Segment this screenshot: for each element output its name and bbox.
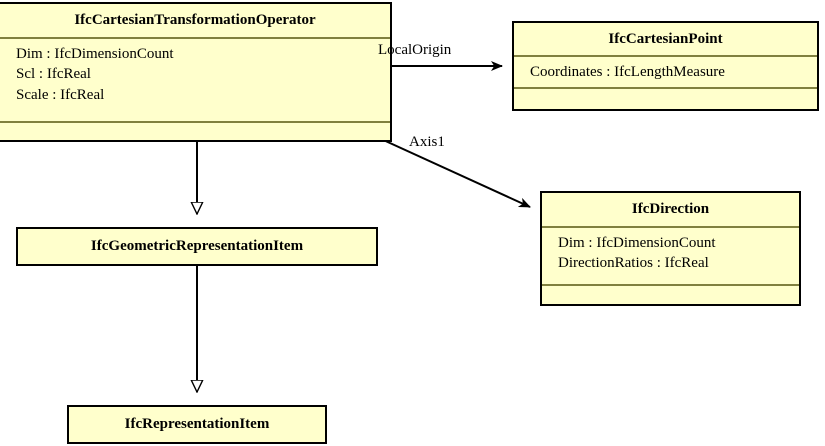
edge-axis1 — [378, 137, 531, 208]
edge-label-local-origin: LocalOrigin — [378, 42, 452, 58]
class-attributes-ifc-cartesian-transformation-operator: Dim : IfcDimensionCount Scl : IfcReal Sc… — [0, 39, 390, 121]
compartment-divider — [514, 87, 817, 89]
class-operations-ifc-cartesian-point — [514, 89, 817, 109]
compartment-divider — [0, 121, 390, 123]
class-attribute: DirectionRatios : IfcReal — [558, 255, 709, 272]
class-attributes-ifc-direction: Dim : IfcDimensionCount DirectionRatios … — [542, 228, 799, 284]
class-operations-ifc-direction — [542, 286, 799, 306]
class-box-ifc-cartesian-point[interactable]: IfcCartesianPoint Coordinates : IfcLengt… — [512, 21, 819, 111]
class-name-ifc-cartesian-transformation-operator: IfcCartesianTransformationOperator — [74, 12, 316, 28]
class-name-ifc-representation-item: IfcRepresentationItem — [124, 416, 270, 432]
compartment-divider — [0, 37, 390, 39]
class-name-ifc-direction: IfcDirection — [631, 201, 710, 217]
class-attribute: Coordinates : IfcLengthMeasure — [530, 64, 725, 80]
class-attributes-ifc-cartesian-point: Coordinates : IfcLengthMeasure — [514, 57, 817, 87]
class-operations-ifc-cartesian-transformation-operator — [0, 123, 390, 140]
compartment-divider — [514, 55, 817, 57]
class-attribute: Scl : IfcReal — [16, 66, 91, 83]
class-box-ifc-direction[interactable]: IfcDirection Dim : IfcDimensionCount Dir… — [540, 191, 801, 306]
class-attribute: Dim : IfcDimensionCount — [558, 235, 716, 251]
class-name-ifc-geometric-representation-item: IfcGeometricRepresentationItem — [90, 238, 304, 254]
class-attribute: Scale : IfcReal — [16, 86, 105, 103]
class-box-ifc-representation-item[interactable]: IfcRepresentationItem — [67, 405, 327, 444]
class-name-ifc-cartesian-point: IfcCartesianPoint — [608, 30, 723, 47]
class-box-ifc-cartesian-transformation-operator[interactable]: IfcCartesianTransformationOperator Dim :… — [0, 2, 392, 142]
class-box-ifc-geometric-representation-item[interactable]: IfcGeometricRepresentationItem — [16, 227, 378, 266]
class-attribute: Dim : IfcDimensionCount — [16, 46, 174, 62]
compartment-divider — [542, 226, 799, 228]
edge-label-axis1: Axis1 — [409, 134, 445, 150]
compartment-divider — [542, 284, 799, 286]
